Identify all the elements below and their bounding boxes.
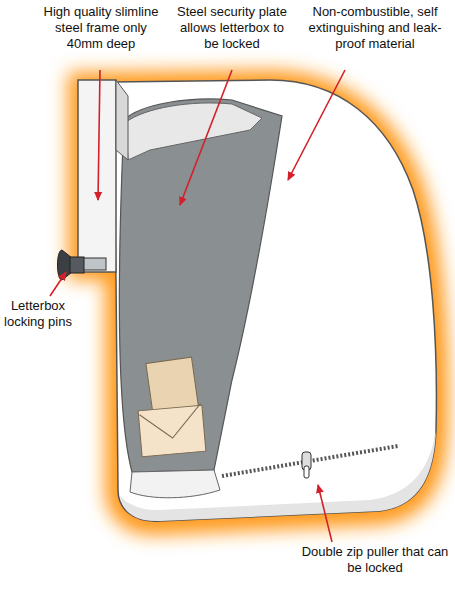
zip-teeth xyxy=(222,446,398,476)
callout-label: Non-combustible, self extinguishing and … xyxy=(305,4,445,52)
cutaway-bottom xyxy=(130,470,220,498)
callout-label: Steel security plate allows letterbox to… xyxy=(172,4,292,52)
steel-plate xyxy=(126,103,262,160)
callout-label: Double zip puller that can be locked xyxy=(300,544,450,576)
steel-frame xyxy=(78,80,116,272)
glow xyxy=(76,78,440,527)
letters xyxy=(138,357,206,457)
locking-pin xyxy=(58,250,107,280)
callout-label: High quality slimline steel frame only 4… xyxy=(42,4,160,52)
zip-puller xyxy=(302,452,311,478)
leader-arrows xyxy=(50,70,345,542)
callout-label: Letterbox locking pins xyxy=(2,298,74,330)
cutaway-interior xyxy=(119,99,282,472)
frame-edge xyxy=(116,80,128,160)
bag-body xyxy=(112,80,436,521)
